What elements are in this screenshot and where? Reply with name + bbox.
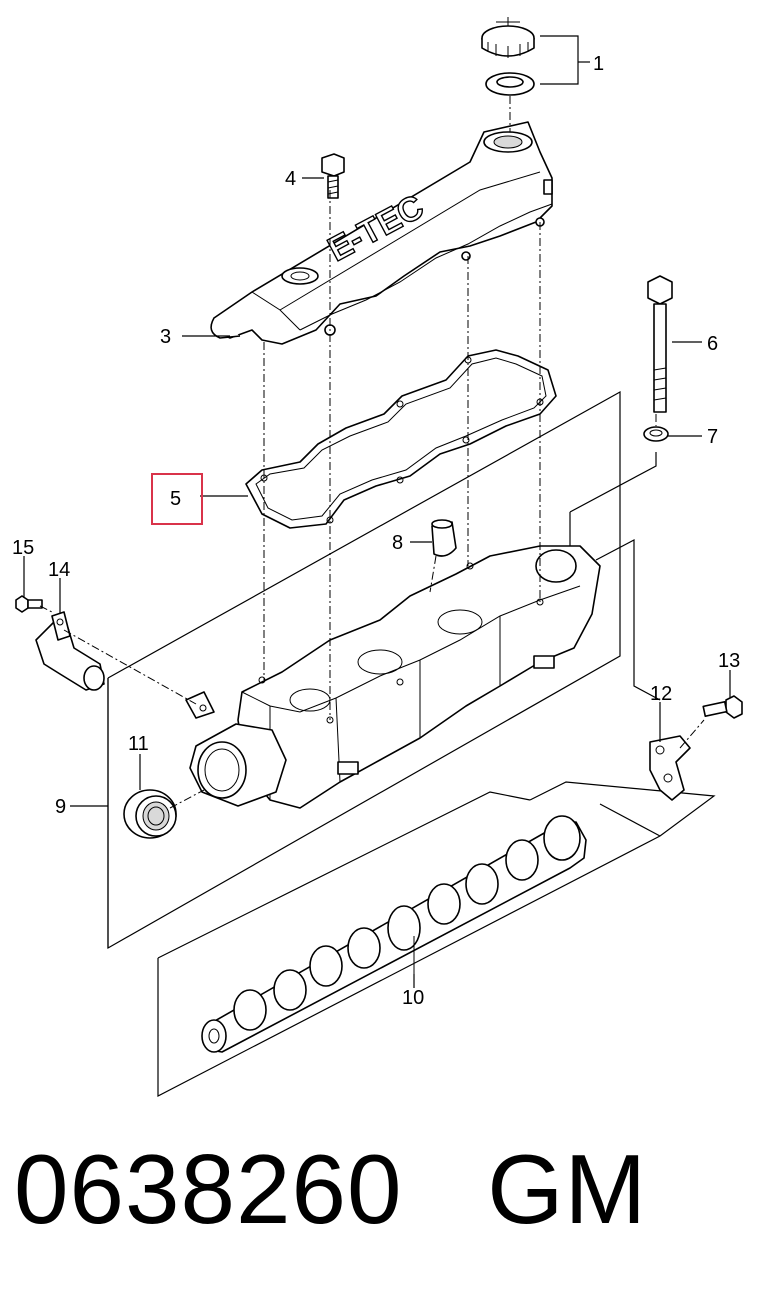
callout-11: 11 (128, 733, 149, 755)
callout-7: 7 (707, 426, 718, 448)
bracket (649, 735, 691, 801)
camshaft (201, 815, 587, 1053)
callout-5: 5 (170, 488, 181, 510)
assembly-frame (107, 390, 716, 1097)
bracket-bolt (702, 695, 743, 719)
part-number-caption: 0638260 GM (14, 1140, 647, 1238)
filler-cap-seal (485, 72, 535, 96)
sensor-bolt (15, 595, 43, 613)
part-number: 0638260 (14, 1134, 403, 1244)
callout-3: 3 (160, 326, 171, 348)
position-sensor (35, 611, 105, 691)
callout-4: 4 (285, 168, 296, 190)
cover-bolt (321, 153, 345, 199)
callout-10: 10 (402, 987, 424, 1009)
alignment-lines (39, 96, 705, 809)
cover-gasket (245, 349, 557, 529)
callout-1: 1 (593, 53, 604, 75)
callout-8: 8 (392, 532, 403, 554)
oil-filler-cap (481, 17, 535, 58)
camshaft-housing (185, 545, 601, 809)
leader-lines (23, 35, 731, 988)
oil-seal (123, 789, 177, 839)
callout-6: 6 (707, 333, 718, 355)
callout-labels: 1 3 4 5 6 7 8 9 10 11 12 13 14 15 (12, 53, 740, 1009)
callout-14: 14 (48, 559, 70, 581)
callout-12: 12 (650, 683, 672, 705)
callout-13: 13 (718, 650, 740, 672)
brand-name: GM (487, 1134, 648, 1244)
callout-9: 9 (55, 796, 66, 818)
callout-15: 15 (12, 537, 34, 559)
callout-highlight-box (151, 473, 203, 525)
cylinder-head-cover: E-TEC (210, 121, 553, 345)
washer (643, 426, 669, 442)
plug (431, 519, 457, 557)
long-bolt (647, 275, 673, 413)
